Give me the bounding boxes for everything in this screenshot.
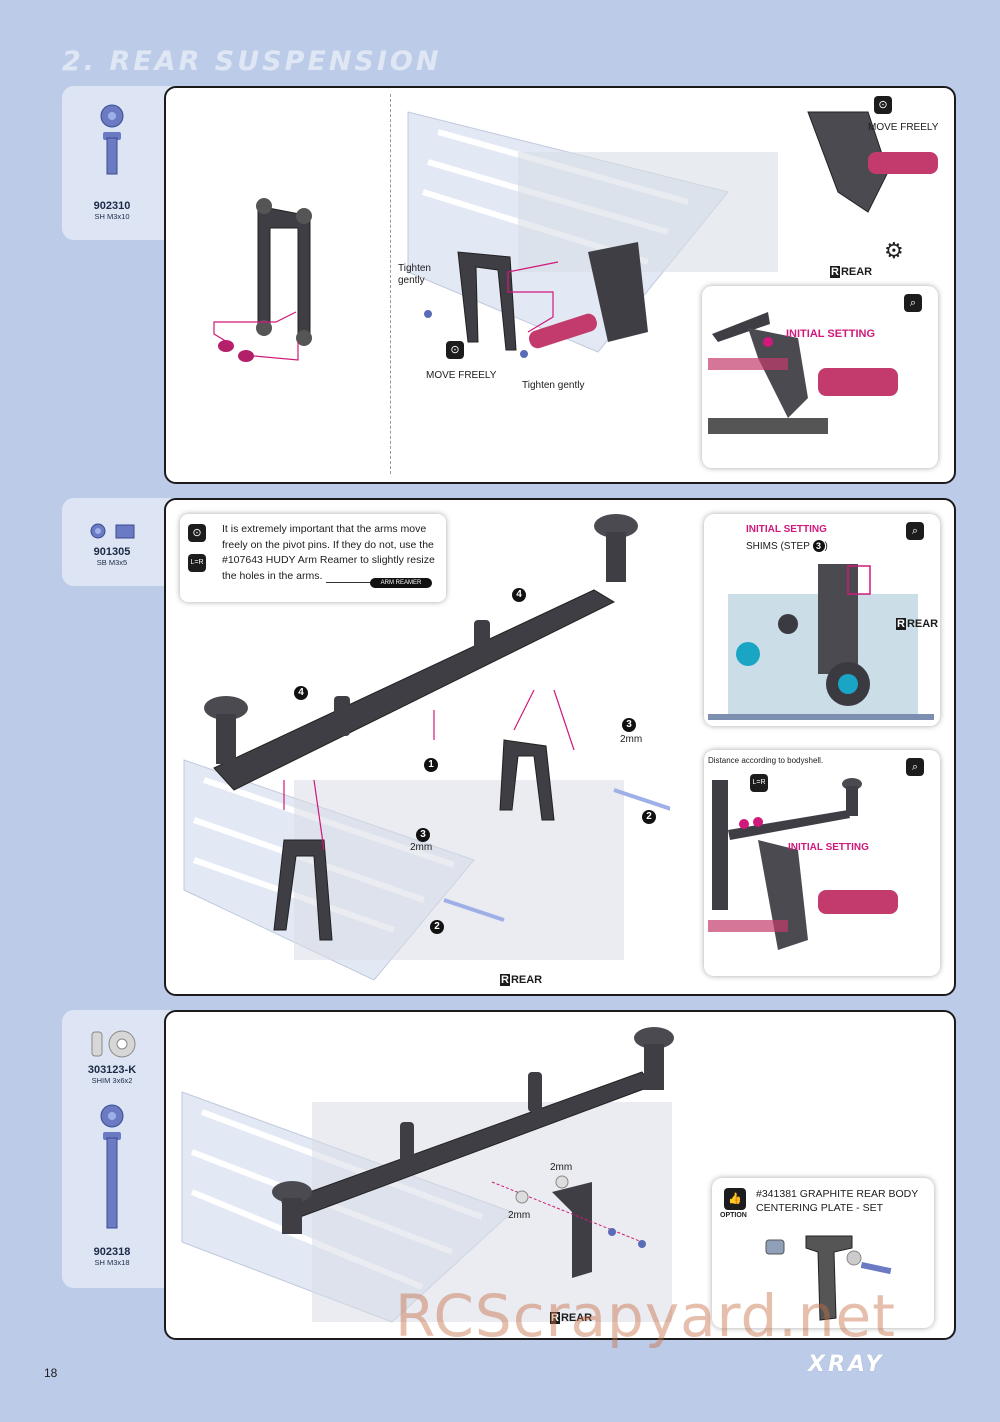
initial-setting-label: INITIAL SETTING: [786, 328, 876, 340]
option-callout: 👍 OPTION #341381 GRAPHITE REAR BODY CENT…: [712, 1178, 934, 1328]
move-freely-icon: ⊙: [446, 341, 464, 359]
detail-magnify-icon: ⌕: [904, 294, 922, 312]
shim-2mm-label: 2mm: [550, 1162, 573, 1173]
centering-plate-illustration: [181, 1027, 674, 1323]
detail-callout-step1: ⌕ INITIAL SETTING: [702, 286, 938, 468]
shim-2mm-label-2: 2mm: [508, 1210, 531, 1221]
tighten-gently-label: Tighten gently: [398, 263, 431, 286]
move-freely-label-2: MOVE FREELY: [868, 122, 939, 133]
screw-icon: [100, 104, 124, 175]
ball-stud-icon: [90, 523, 135, 539]
page-number: 18: [44, 1366, 58, 1380]
step-number-2: 2: [642, 810, 656, 824]
arm-assembly-illustration: [213, 198, 312, 362]
long-screw-icon: [100, 1104, 124, 1229]
step-number-3: 3: [622, 718, 636, 732]
chassis-assembly-illustration: [183, 514, 670, 981]
chassis-illustration: [407, 111, 938, 358]
spacer-2mm-label-2: 2mm: [410, 842, 433, 853]
tighten-gently-label-2: Tighten gently: [522, 380, 585, 391]
distance-label: Distance according to bodyshell.: [708, 756, 824, 765]
step-number-3b: 3: [416, 828, 430, 842]
initial-setting-label-2: INITIAL SETTING: [746, 524, 827, 535]
left-right-icon: L=R: [188, 554, 206, 572]
step1-panel: Tighten gently ⊙ MOVE FREELY Tighten gen…: [164, 86, 956, 484]
option-text-2: CENTERING PLATE - SET: [756, 1202, 883, 1214]
arm-reamer-note: ⊙ L=R It is extremely important that the…: [180, 514, 446, 602]
move-freely-icon-2: ⊙: [874, 96, 892, 114]
detail-callout-distance: ⌕ Distance according to bodyshell. L=R I…: [704, 750, 940, 976]
gear-check-icon: ⚙: [884, 238, 904, 263]
step-number-4b: 4: [294, 686, 308, 700]
page-title: 2. REAR SUSPENSION: [62, 46, 442, 77]
step2-panel: ⊙ L=R It is extremely important that the…: [164, 498, 956, 996]
step-number-2b: 2: [430, 920, 444, 934]
shims-step-label: SHIMS (STEP 3): [746, 540, 828, 552]
option-text-1: #341381 GRAPHITE REAR BODY: [756, 1188, 919, 1200]
spacer-2mm-label: 2mm: [620, 734, 643, 745]
move-freely-icon-3: ⊙: [188, 524, 206, 542]
distance-detail-illustration: [708, 778, 898, 950]
arm-reamer-tool-icon: ARM REAMER: [326, 578, 432, 588]
left-right-icon-2: L=R: [750, 774, 768, 792]
brand-logo: XRAY: [808, 1352, 885, 1377]
detail-illustration: [708, 312, 898, 434]
step-number-4: 4: [512, 588, 526, 602]
panel-divider: [390, 94, 391, 474]
move-freely-label: MOVE FREELY: [426, 370, 497, 381]
initial-setting-label-3: INITIAL SETTING: [788, 842, 869, 853]
step-number-1: 1: [424, 758, 438, 772]
shims-step-number: 3: [812, 540, 825, 552]
note-text: It is extremely important that the arms …: [222, 523, 435, 582]
shims-detail-illustration: [708, 564, 934, 720]
detail-magnify-icon-3: ⌕: [906, 758, 924, 776]
option-label: OPTION: [720, 1212, 747, 1219]
detail-magnify-icon-2: ⌕: [906, 522, 924, 540]
thumbs-up-icon: 👍: [724, 1188, 746, 1210]
shim-icon: [91, 1030, 136, 1058]
watermark: RCScrapyard.net: [395, 1282, 896, 1350]
option-parts-illustration: [765, 1235, 892, 1321]
